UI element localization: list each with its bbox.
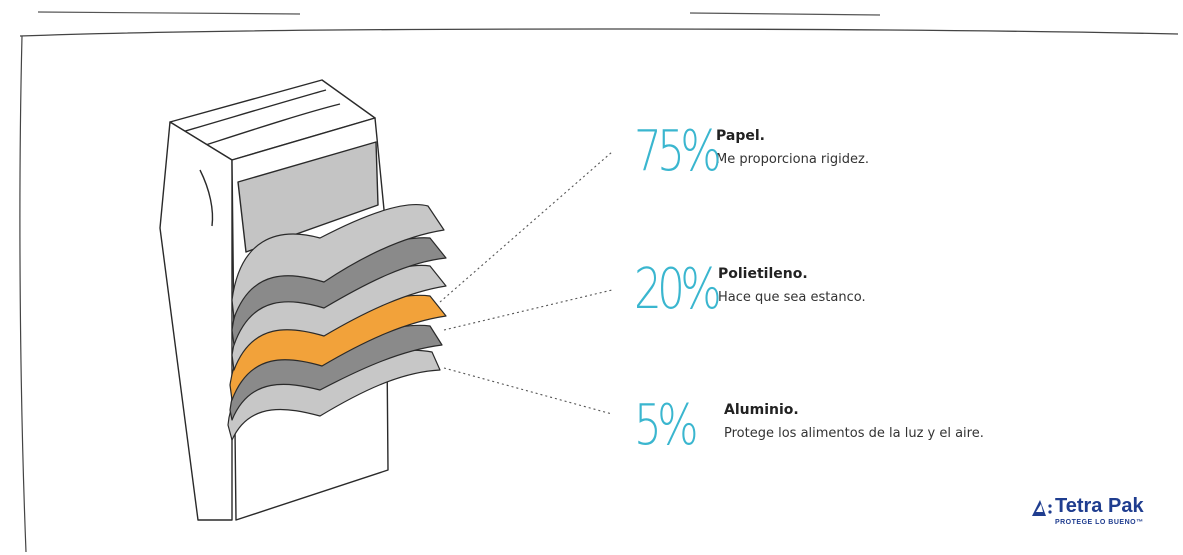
tetra-pak-logo — [1032, 500, 1052, 516]
peeling-layers — [227, 204, 447, 441]
layer-description: Hace que sea estanco. — [718, 290, 866, 305]
carton-seam — [199, 169, 214, 227]
layer-percent: 20% — [634, 257, 722, 322]
connector-polietileno — [443, 289, 613, 331]
tetra-pak-logo-cut — [1036, 504, 1043, 512]
connector-papel — [439, 151, 613, 303]
brand-block: Tetra Pak PROTEGE LO BUENO™ — [1030, 495, 1144, 526]
layer-row-aluminio: 5% Aluminio. Protege los alimentos de la… — [634, 398, 984, 454]
carton-front-left — [159, 121, 233, 521]
top-sketch-stroke-left — [37, 11, 301, 15]
tetra-pak-logo-dot — [1048, 504, 1052, 508]
tetra-pak-logo-dot-2 — [1048, 510, 1052, 514]
layer-row-papel: 75% Papel. Me proporciona rigidez. — [634, 124, 869, 180]
connector-aluminio — [443, 367, 613, 415]
connector-lines — [439, 151, 613, 415]
layer-paper-top — [231, 204, 445, 319]
layer-row-polietileno: 20% Polietileno. Hace que sea estanco. — [634, 262, 866, 318]
top-sketch-stroke-right — [689, 12, 881, 16]
layer-description: Protege los alimentos de la luz y el air… — [724, 426, 984, 441]
layer-percent: 75% — [634, 119, 722, 184]
carton-inner-window — [237, 141, 379, 253]
layer-description: Me proporciona rigidez. — [716, 152, 869, 167]
layer-title: Polietileno. — [718, 266, 808, 282]
brand-name: Tetra Pak — [1055, 495, 1144, 517]
top-border-line — [19, 28, 1179, 37]
brand-tagline: PROTEGE LO BUENO™ — [1054, 519, 1144, 526]
layer-title: Aluminio. — [724, 402, 799, 418]
layer-title: Papel. — [716, 128, 765, 144]
carton-top-fold — [181, 89, 327, 133]
layer-percent: 5% — [634, 393, 699, 458]
left-border-line — [19, 35, 27, 553]
